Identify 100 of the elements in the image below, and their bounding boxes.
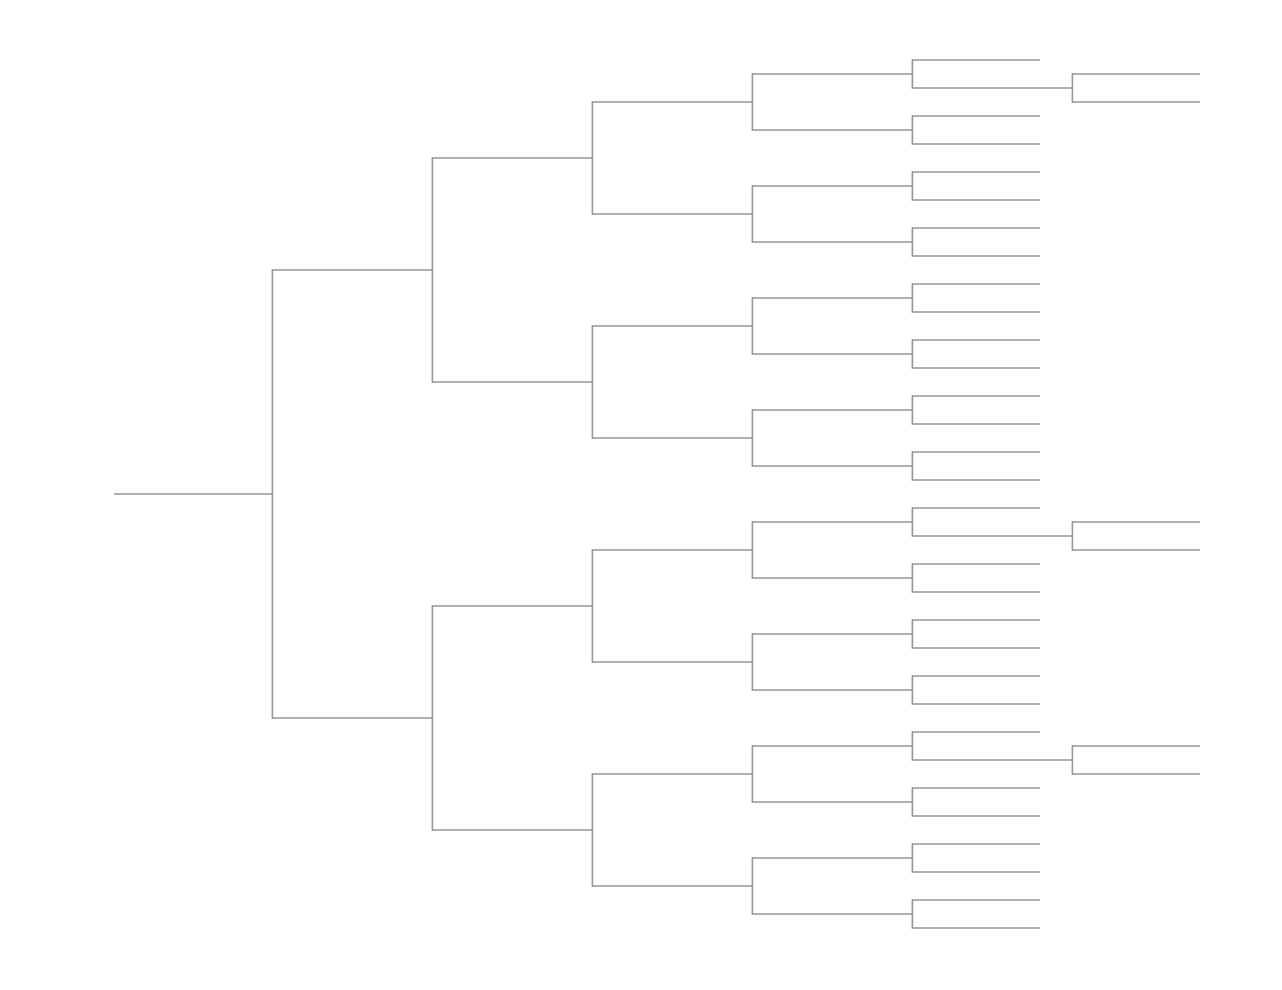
bracket-connector [750, 521, 754, 551]
bracket-connector [910, 451, 914, 467]
bracket-connector [910, 689, 914, 705]
bracket-slot-line [911, 843, 1041, 845]
bracket-connector [910, 619, 914, 635]
bracket-connector [910, 171, 914, 187]
bracket-slot-line [911, 647, 1041, 649]
bracket-connector [590, 829, 594, 887]
bracket-connector [910, 521, 914, 537]
bracket-slot-line [1071, 73, 1201, 75]
bracket-slot-line [911, 311, 1041, 313]
bracket-connector [750, 297, 754, 327]
bracket-slot-line [911, 535, 1073, 537]
bracket-connector [590, 157, 594, 215]
bracket-connector [750, 409, 754, 439]
bracket-slot-line [751, 185, 913, 187]
bracket-connector [750, 633, 754, 663]
bracket-connector [910, 787, 914, 803]
bracket-slot-line [751, 297, 913, 299]
bracket-connector [910, 395, 914, 411]
bracket-connector [910, 129, 914, 145]
bracket-connector [750, 185, 754, 215]
bracket-slot-line [1071, 101, 1201, 103]
bracket-slot-line [911, 143, 1041, 145]
bracket-slot-line [751, 857, 913, 859]
bracket-slot-line [751, 409, 913, 411]
bracket-slot-line [911, 283, 1041, 285]
bracket-connector [910, 507, 914, 523]
bracket-slot-line [911, 451, 1041, 453]
bracket-slot-line [751, 353, 913, 355]
bracket-connector [1070, 87, 1074, 103]
bracket-slot-line [911, 871, 1041, 873]
bracket-slot-line [751, 745, 913, 747]
bracket-connector [910, 297, 914, 313]
bracket-slot-line [911, 395, 1041, 397]
bracket-connector [750, 437, 754, 467]
bracket-slot-line [1071, 549, 1201, 551]
bracket-slot-line [751, 633, 913, 635]
bracket-connector [750, 101, 754, 131]
bracket-connector [750, 857, 754, 887]
bracket-slot-line [271, 269, 433, 271]
bracket-slot-line [271, 717, 433, 719]
bracket-slot-line [911, 87, 1073, 89]
bracket-slot-line [911, 675, 1041, 677]
bracket-connector [430, 269, 434, 383]
bracket-slot-line [911, 507, 1041, 509]
bracket-slot-line [751, 521, 913, 523]
bracket-slot-line [911, 339, 1041, 341]
bracket-slot-line [751, 73, 913, 75]
bracket-connector [750, 325, 754, 355]
bracket-connector [910, 59, 914, 75]
bracket-slot-line [591, 101, 753, 103]
bracket-connector [910, 409, 914, 425]
bracket-connector [910, 353, 914, 369]
bracket-slot-line [911, 927, 1041, 929]
bracket-slot-line [911, 815, 1041, 817]
bracket-slot-line [911, 423, 1041, 425]
bracket-connector [910, 801, 914, 817]
bracket-slot-line [431, 157, 593, 159]
bracket-slot-line [911, 787, 1041, 789]
bracket-connector [910, 185, 914, 201]
bracket-slot-line [911, 199, 1041, 201]
bracket-slot-line [591, 437, 753, 439]
bracket-connector [910, 339, 914, 355]
bracket-slot-line [431, 381, 593, 383]
bracket-slot-line [911, 703, 1041, 705]
bracket-connector [910, 73, 914, 89]
bracket-slot-line [1071, 773, 1201, 775]
bracket-connector [1070, 521, 1074, 537]
bracket-connector [1070, 759, 1074, 775]
bracket-connector [750, 885, 754, 915]
bracket-connector [270, 269, 274, 495]
bracket-slot-line [911, 563, 1041, 565]
bracket-connector [750, 549, 754, 579]
bracket-slot-line [591, 661, 753, 663]
bracket-connector [910, 563, 914, 579]
bracket-connector [910, 899, 914, 915]
bracket-connector [750, 661, 754, 691]
bracket-connector [910, 227, 914, 243]
bracket-connector [590, 605, 594, 663]
bracket-slot-line [591, 325, 753, 327]
bracket-connector [910, 115, 914, 131]
bracket-slot-line [751, 465, 913, 467]
bracket-slot-line [751, 689, 913, 691]
bracket-connector [910, 745, 914, 761]
bracket-connector [750, 73, 754, 103]
bracket-slot-line [911, 367, 1041, 369]
bracket-connector [590, 325, 594, 383]
bracket-connector [270, 493, 274, 719]
bracket-slot-line [911, 759, 1073, 761]
bracket-slot-line [1071, 521, 1201, 523]
bracket-slot-line [911, 59, 1041, 61]
bracket-slot-line [1071, 745, 1201, 747]
bracket-slot-line [751, 241, 913, 243]
bracket-slot-line [911, 115, 1041, 117]
bracket-slot-line [751, 577, 913, 579]
bracket-slot-line [591, 213, 753, 215]
bracket-slot-line [431, 605, 593, 607]
bracket-connector [590, 549, 594, 607]
bracket-connector [590, 773, 594, 831]
